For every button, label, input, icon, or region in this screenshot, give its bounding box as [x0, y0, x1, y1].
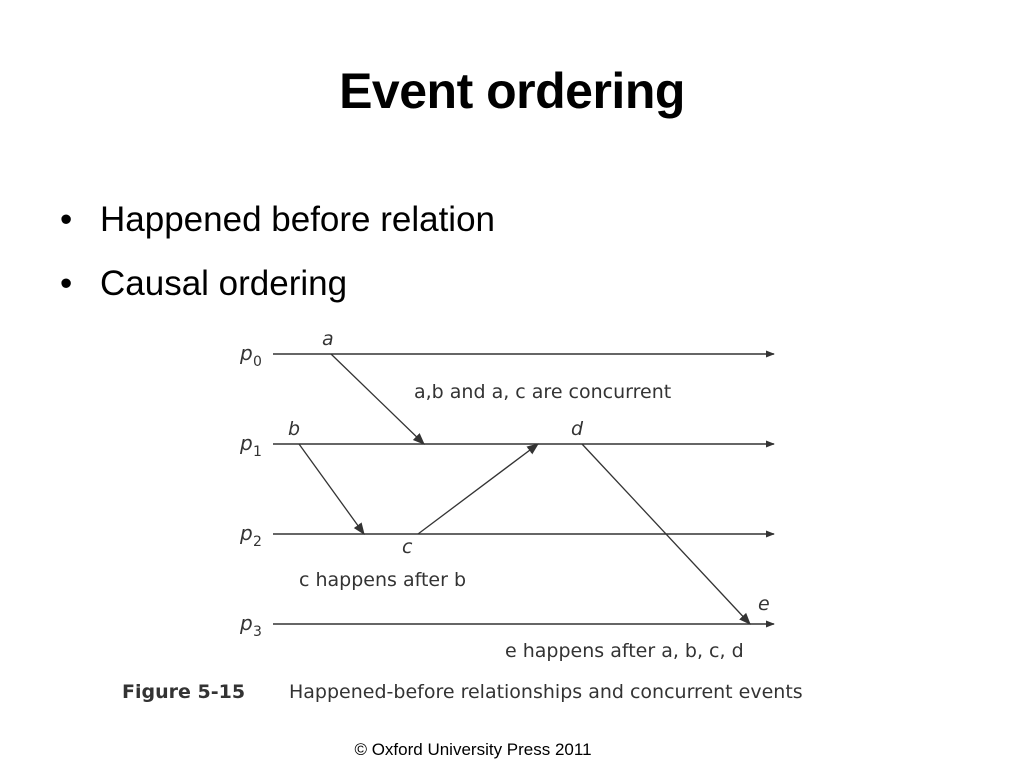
event-label-d: d [571, 418, 584, 440]
process-label-p1: p 1 [239, 431, 262, 460]
bullet-list: • Happened before relation • Causal orderi… [60, 188, 495, 316]
process-name: p [239, 431, 253, 455]
note-concurrent: a,b and a, c are concurrent [414, 381, 671, 403]
event-label-c: c [402, 536, 413, 558]
process-subscript: 3 [253, 624, 262, 640]
slide-title: Event ordering [339, 63, 685, 119]
figure-caption-text: Happened-before relationships and concur… [289, 681, 803, 703]
process-subscript: 1 [253, 444, 262, 460]
note-c-after-b: c happens after b [299, 569, 466, 591]
figure-caption-label: Figure 5-15 [122, 681, 245, 703]
message-arrow-a-to-p1 [330, 353, 425, 445]
message-arrow-d-to-e [581, 443, 751, 625]
process-name: p [239, 341, 253, 365]
bullet-text: Happened before relation [100, 200, 496, 239]
bullet-text: Causal ordering [100, 264, 348, 303]
bullet-dot: • [60, 264, 73, 303]
bullet-item: • Happened before relation [60, 188, 495, 252]
process-name: p [239, 611, 253, 635]
event-label-a: a [322, 328, 334, 350]
process-subscript: 0 [253, 354, 262, 370]
happened-before-diagram: p 0 p 1 p 2 p 3 a b c d e a,b and a, c a… [122, 328, 803, 703]
message-arrow-c-to-p1 [417, 443, 539, 535]
note-e-after: e happens after a, b, c, d [505, 640, 744, 662]
bullet-item: • Causal ordering [60, 252, 495, 316]
bullet-dot: • [60, 200, 73, 239]
event-label-e: e [758, 593, 770, 615]
event-label-b: b [288, 418, 300, 440]
process-label-p3: p 3 [239, 611, 262, 640]
copyright-footer: © Oxford University Press 2011 [354, 740, 592, 759]
process-subscript: 2 [253, 534, 262, 550]
process-label-p2: p 2 [239, 521, 262, 550]
message-arrow-b-to-p2 [298, 443, 365, 535]
process-label-p0: p 0 [239, 341, 262, 370]
process-name: p [239, 521, 253, 545]
